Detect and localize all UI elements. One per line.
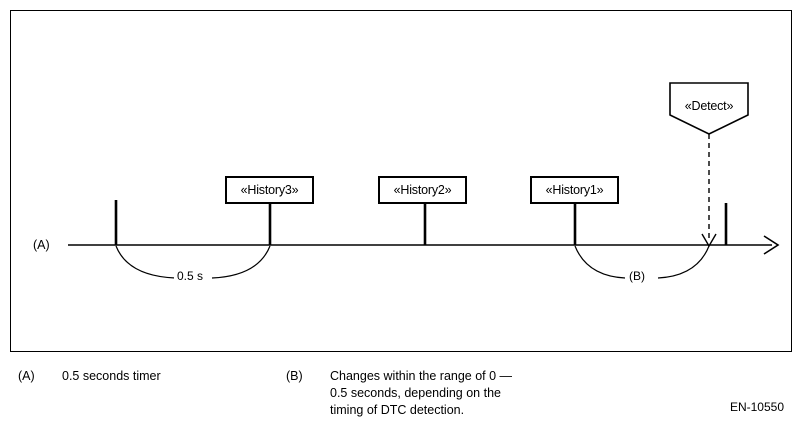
legend-tag-a: (A)	[18, 369, 35, 383]
event-box-history1: «History1»	[530, 176, 619, 204]
legend-text-a: 0.5 seconds timer	[62, 369, 161, 383]
span-label-timer: 0.5 s	[174, 269, 207, 283]
legend-item-b: (B) Changes within the range of 0 — 0.5 …	[286, 368, 546, 419]
detect-label: «Detect»	[684, 99, 734, 113]
legend-block: (A) 0.5 seconds timer (B) Changes within…	[0, 358, 804, 424]
event-box-history2: «History2»	[378, 176, 467, 204]
event-box-history3: «History3»	[225, 176, 314, 204]
span-label-variable: (B)	[626, 269, 648, 283]
legend-item-a: (A) 0.5 seconds timer	[18, 368, 161, 385]
diagram-id-label: EN-10550	[729, 400, 784, 414]
legend-text-b: Changes within the range of 0 — 0.5 seco…	[330, 369, 513, 417]
legend-tag-b: (B)	[286, 369, 303, 383]
axis-label-a: (A)	[33, 238, 50, 252]
